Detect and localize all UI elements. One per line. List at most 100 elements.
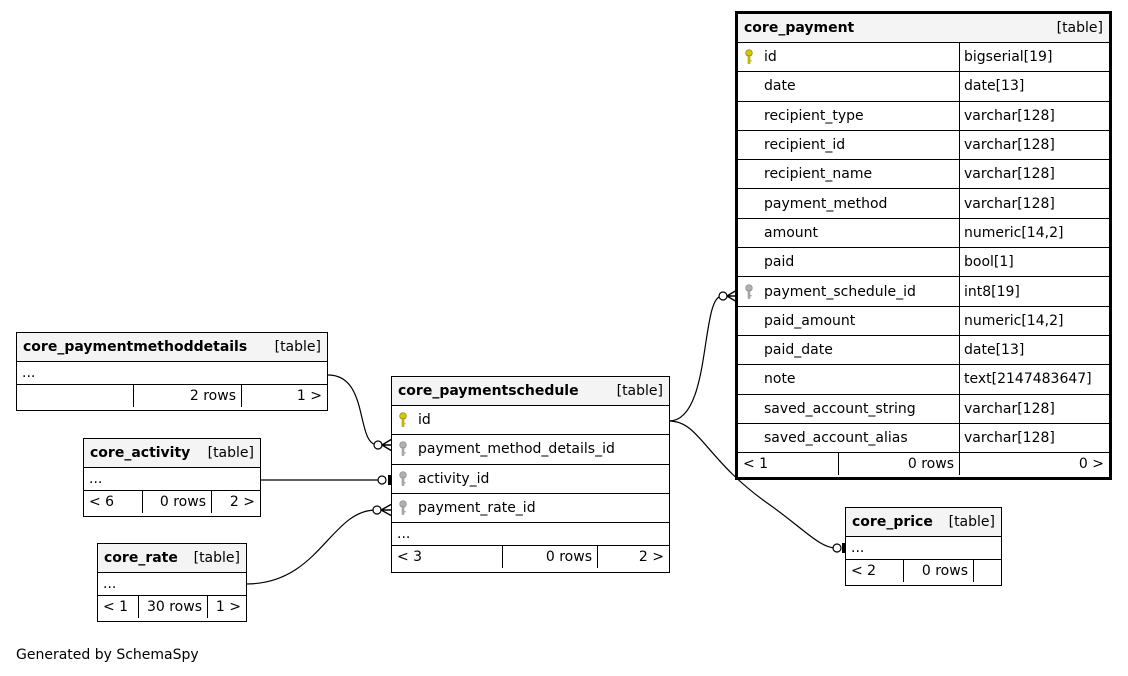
footer-children[interactable]: 1 >: [207, 596, 246, 618]
footer-parents[interactable]: < 1: [103, 599, 129, 615]
table-core-rate[interactable]: core_rate [table] ... < 1 30 rows 1 >: [97, 543, 247, 622]
column-key-cell: [392, 494, 414, 522]
footer-parents[interactable]: < 1: [743, 456, 769, 473]
column-row[interactable]: payment_rate_id: [392, 494, 669, 524]
table-footer: < 1 0 rows 0 >: [738, 453, 1109, 476]
column-key-cell: [738, 43, 760, 71]
column-key-cell: [392, 435, 414, 463]
column-name: paid: [764, 254, 795, 271]
table-footer: < 2 0 rows: [846, 560, 1001, 582]
column-row[interactable]: activity_id: [392, 465, 669, 494]
table-ellipsis: ...: [846, 537, 1001, 560]
table-type: [table]: [274, 339, 321, 355]
table-name: core_paymentmethoddetails: [23, 339, 248, 355]
table-ellipsis: ...: [84, 468, 260, 491]
edge-paymentschedule-to-price: [668, 420, 837, 549]
column-row[interactable]: date date[13]: [738, 72, 1109, 102]
column-key-cell: [738, 307, 760, 335]
column-name: saved_account_alias: [764, 430, 908, 446]
foreign-key-icon: [745, 283, 753, 299]
footer-children[interactable]: 2 >: [597, 546, 669, 569]
column-name: date: [764, 78, 796, 95]
column-name: payment_rate_id: [418, 500, 536, 517]
crowfoot-paymentschedule-method: [381, 438, 393, 452]
edge-end-circle: [718, 291, 728, 301]
edge-end-circle: [377, 475, 387, 485]
edge-end-bar: [842, 543, 845, 553]
column-key-cell: [738, 219, 760, 247]
table-header: core_activity [table]: [84, 439, 260, 468]
footer-parents[interactable]: < 2: [851, 563, 877, 579]
table-name: core_payment: [744, 20, 855, 36]
column-key-cell: [738, 365, 760, 393]
edge-end-circle: [832, 543, 842, 553]
column-name: recipient_type: [764, 107, 864, 124]
primary-key-icon: [399, 412, 407, 427]
column-type: varchar[128]: [959, 189, 1109, 218]
footer-children[interactable]: 1 >: [241, 385, 327, 407]
table-header: core_payment [table]: [738, 14, 1109, 43]
footer-parents[interactable]: < 6: [89, 494, 115, 510]
column-key-cell: [738, 131, 760, 159]
column-name: paid_amount: [764, 312, 856, 329]
column-type: varchar[128]: [959, 160, 1109, 189]
column-type: date[13]: [959, 335, 1109, 365]
table-ellipsis: ...: [392, 523, 669, 547]
column-type: varchar[128]: [959, 101, 1109, 130]
table-core-paymentmethoddetails[interactable]: core_paymentmethoddetails [table] ... 2 …: [16, 332, 328, 411]
table-header: core_paymentmethoddetails [table]: [17, 333, 327, 362]
table-footer: 2 rows 1 >: [17, 385, 327, 407]
column-row[interactable]: recipient_type varchar[128]: [738, 101, 1109, 131]
column-name: id: [764, 49, 777, 66]
footer-rows: 0 rows: [142, 491, 211, 513]
table-footer: < 6 0 rows 2 >: [84, 491, 260, 513]
edge-end-circle: [372, 505, 382, 515]
column-row[interactable]: id: [392, 406, 669, 436]
column-type: text[2147483647]: [959, 365, 1109, 394]
table-header: core_paymentschedule [table]: [392, 377, 669, 406]
table-header: core_rate [table]: [98, 544, 246, 573]
column-key-cell: [392, 406, 414, 434]
primary-key-icon: [745, 49, 753, 64]
edge-paymentmethoddetails-to-paymentschedule: [327, 374, 379, 446]
column-name: payment_schedule_id: [764, 283, 916, 300]
footer-rows: 0 rows: [502, 546, 597, 569]
column-type: numeric[14,2]: [959, 218, 1109, 248]
table-core-activity[interactable]: core_activity [table] ... < 6 0 rows 2 >: [83, 438, 261, 517]
column-type: date[13]: [959, 72, 1109, 101]
footer-parents[interactable]: < 3: [397, 549, 423, 566]
footer-children[interactable]: 2 >: [211, 491, 260, 513]
crowfoot-paymentschedule-rate: [380, 503, 393, 517]
column-key-cell: [392, 465, 414, 493]
footer-children[interactable]: 0 >: [959, 453, 1109, 476]
table-name: core_activity: [90, 445, 191, 461]
column-key-cell: [738, 72, 760, 100]
column-row[interactable]: saved_account_alias varchar[128]: [738, 423, 1109, 454]
footer-children[interactable]: [973, 560, 1001, 582]
table-core-price[interactable]: core_price [table] ... < 2 0 rows: [845, 507, 1002, 586]
footer-rows: 0 rows: [903, 560, 973, 582]
edge-end-bar: [388, 475, 391, 485]
column-type: varchar[128]: [959, 394, 1109, 423]
table-type: [table]: [207, 445, 254, 461]
edge-end-circle: [373, 440, 383, 450]
footer-parents[interactable]: [17, 385, 133, 407]
column-type: varchar[128]: [959, 423, 1109, 453]
column-row[interactable]: payment_method_details_id: [392, 435, 669, 465]
edge-rate-to-paymentschedule: [245, 509, 377, 585]
column-name: recipient_id: [764, 137, 846, 154]
table-ellipsis: ...: [98, 573, 246, 596]
